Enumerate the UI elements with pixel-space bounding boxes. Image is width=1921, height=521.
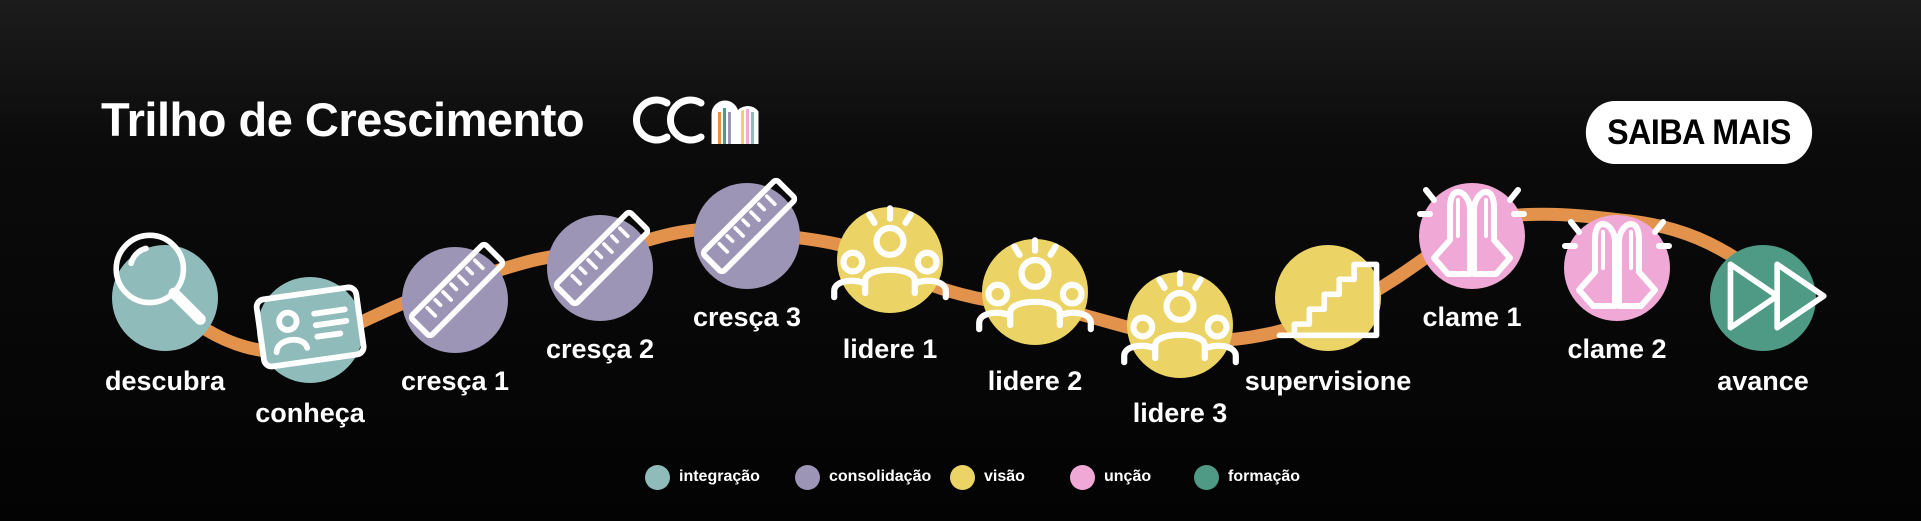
legend-label: formação [1228, 468, 1301, 485]
step-label: lidere 2 [987, 366, 1083, 396]
step-disc-visao [1127, 272, 1233, 378]
step-label: avance [1717, 366, 1809, 396]
legend-item-integracao: integração [645, 462, 760, 492]
step-disc-consolidacao [547, 215, 653, 321]
step-label: descubra [104, 366, 226, 396]
step-label: cresça 3 [692, 302, 802, 332]
legend-swatch [950, 464, 975, 490]
legend-label: visão [984, 468, 1025, 485]
legend-item-consolidacao: consolidação [795, 462, 931, 492]
step-label: clame 1 [1422, 302, 1522, 332]
praying-hands-icon [1562, 219, 1672, 309]
stairs-icon [1276, 261, 1380, 339]
step-disc-visao [837, 207, 943, 313]
step-label: cresça 1 [400, 366, 510, 396]
ruler-icon [700, 177, 798, 275]
step-disc-consolidacao [694, 183, 800, 289]
step-disc-formacao [1710, 245, 1816, 351]
magnifier-icon [113, 232, 206, 325]
page-title: Trilho de Crescimento [101, 93, 585, 146]
legend-swatch [1194, 464, 1219, 490]
step-label: lidere 1 [842, 334, 938, 364]
id-card-icon [253, 284, 367, 370]
ruler-icon [553, 209, 651, 307]
leader-group-icon [976, 237, 1094, 333]
step-label: lidere 3 [1132, 398, 1228, 428]
legend-label: unção [1104, 468, 1152, 485]
step-label: conheça [255, 398, 365, 428]
step-disc-consolidacao [402, 247, 508, 353]
category-legend: integração consolidação visão unção formação [0, 462, 1921, 492]
legend-item-uncao: unção [1070, 462, 1151, 492]
legend-label: consolidação [829, 468, 932, 485]
ccm-logo [633, 96, 759, 144]
legend-swatch [1070, 464, 1095, 490]
legend-swatch [645, 464, 670, 490]
legend-swatch [795, 464, 820, 490]
step-label: supervisione [1244, 366, 1412, 396]
step-label: clame 2 [1567, 334, 1667, 364]
legend-item-formacao: formação [1194, 462, 1300, 492]
saiba-mais-button[interactable]: SAIBA MAIS [1585, 101, 1813, 164]
ruler-icon [408, 241, 506, 339]
fast-forward-icon [1727, 261, 1827, 331]
leader-group-icon [1121, 270, 1239, 366]
step-disc-visao [982, 239, 1088, 345]
legend-label: integração [679, 468, 760, 485]
praying-hands-icon [1417, 187, 1527, 277]
leader-group-icon [831, 205, 949, 301]
legend-item-visao: visão [950, 462, 1025, 492]
step-label: cresça 2 [545, 334, 655, 364]
